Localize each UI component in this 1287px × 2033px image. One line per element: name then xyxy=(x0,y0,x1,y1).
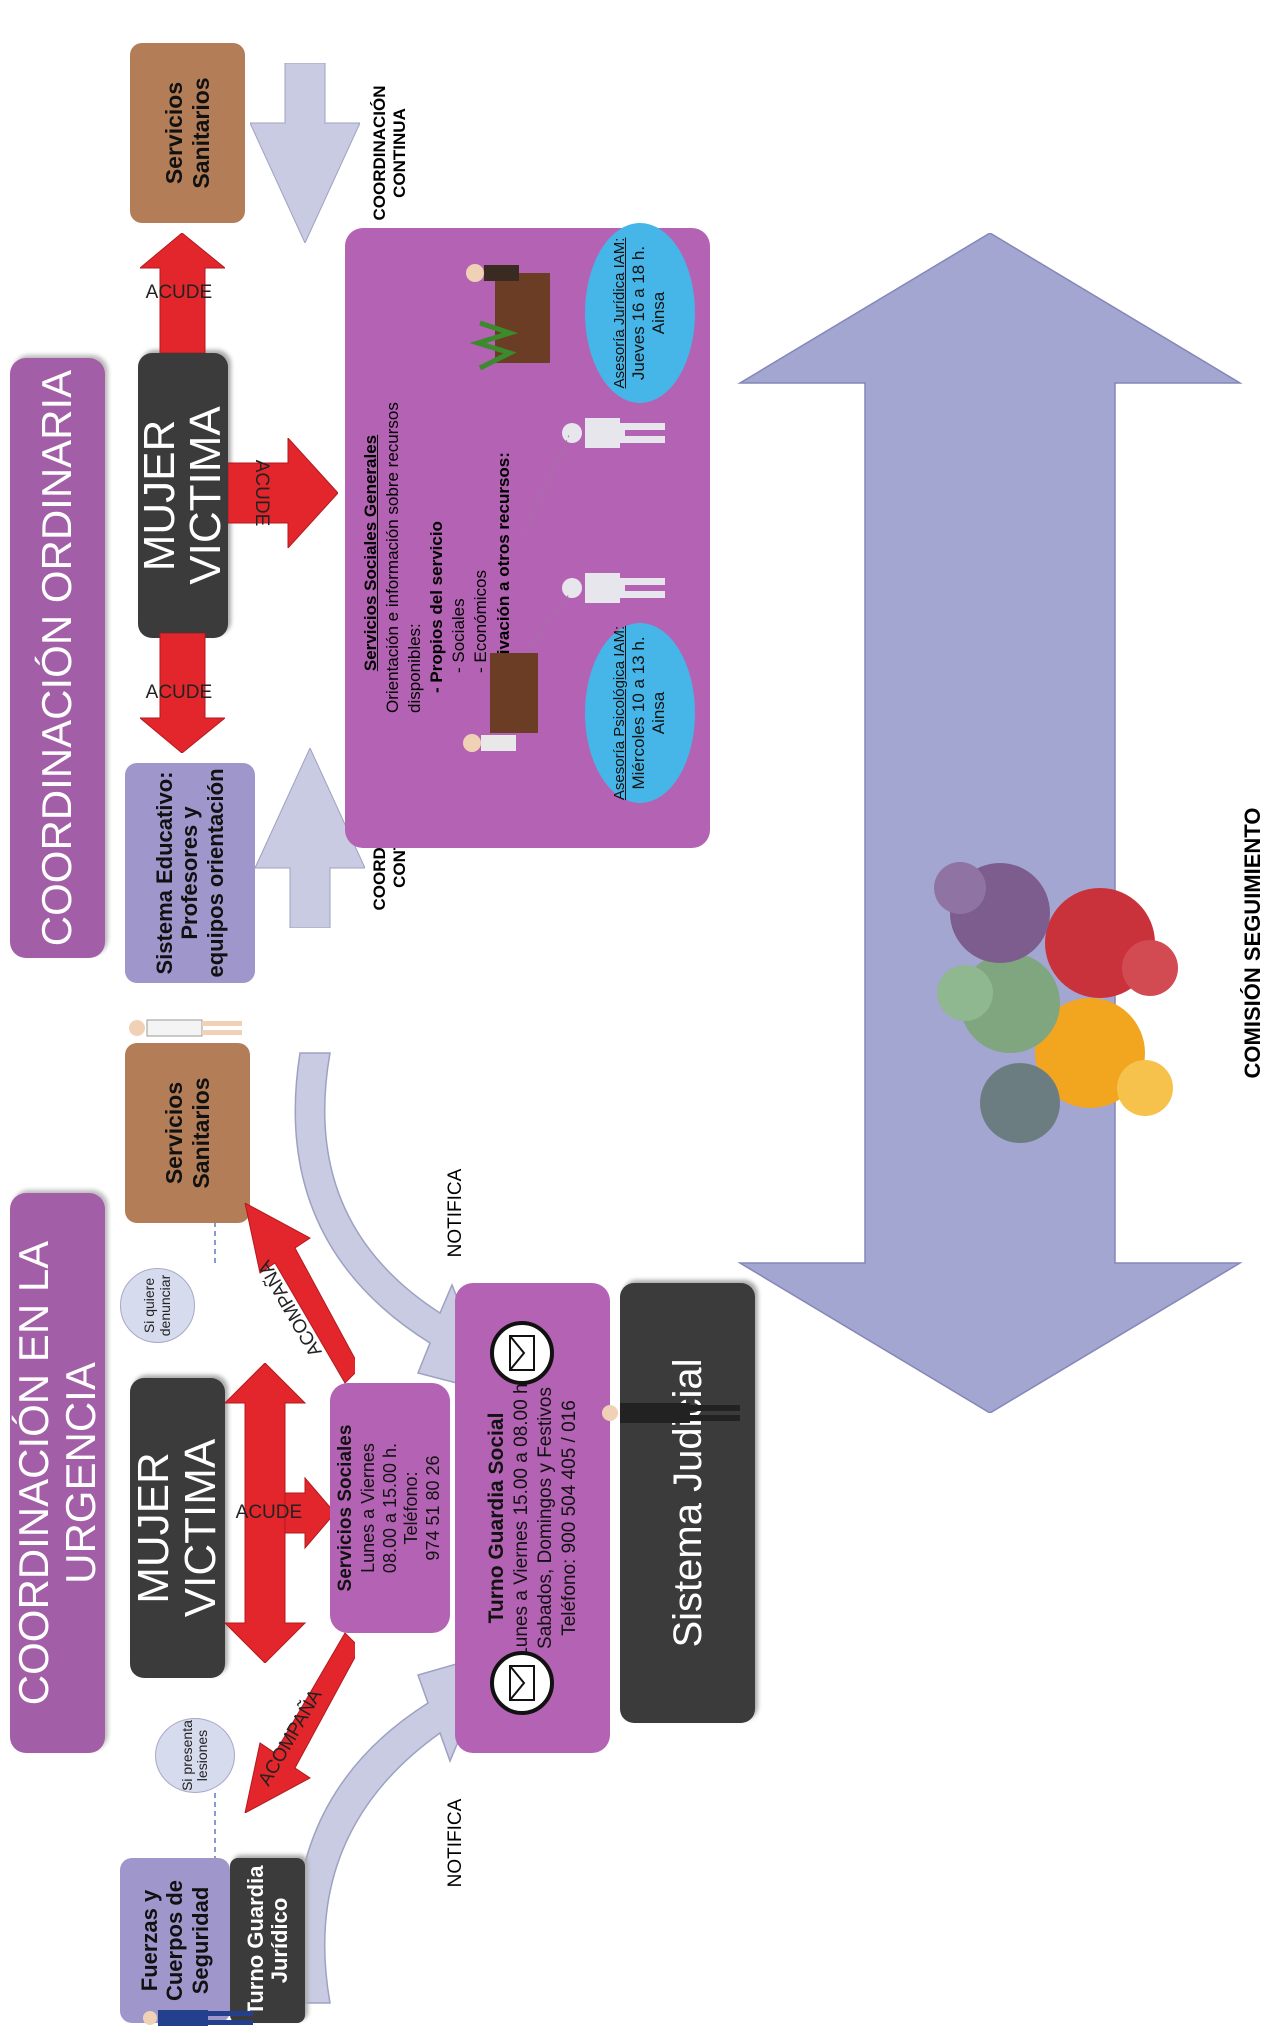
police-figure-icon xyxy=(140,2003,260,2033)
asesoria-juridica: Asesoría Jurídica IAM: Jueves 16 a 18 h.… xyxy=(585,223,695,403)
ordinaria-acude-right-label: ACUDE xyxy=(145,282,213,304)
asesoria-juridica-line2: Ainsa xyxy=(649,291,668,335)
turno-guardia-social-line3: Teléfono: 900 504 405 / 016 xyxy=(558,1400,580,1636)
asesoria-juridica-title: Asesoría Jurídica IAM: xyxy=(610,237,628,389)
servicios-sociales-line4: 974 51 80 26 xyxy=(422,1455,443,1561)
urgencia-servicios-sanitarios: Servicios Sanitarios xyxy=(125,1043,250,1223)
judge-figure-icon xyxy=(600,1393,750,1433)
envelope-icon xyxy=(490,1651,554,1715)
notifica-arrow-right xyxy=(294,1052,497,1395)
comision-seguimiento-label: COMISIÓN SEGUIMIENTO xyxy=(1240,807,1265,1079)
servicios-sociales-line2: 08.00 a 15.00 h. xyxy=(379,1442,400,1574)
notifica-right-label: NOTIFICA xyxy=(445,1168,466,1258)
coordinacion-continua-arrow-left xyxy=(255,748,365,928)
coordinacion-continua-arrow-right xyxy=(250,63,360,243)
ordinaria-acude-arrow-left xyxy=(140,633,225,753)
asesoria-psicologica-title: Asesoría Psicológica IAM: xyxy=(610,625,628,801)
person-icon xyxy=(560,408,670,458)
acompana-arrow-right xyxy=(244,1203,355,1384)
servicios-sociales-title: Servicios Sociales xyxy=(335,1424,357,1592)
acompana-arrow-left xyxy=(244,1632,355,1813)
coordinacion-continua-right-label: COORDINACIÓN CONTINUA xyxy=(370,85,409,221)
asesoria-psicologica-line1: Miércoles 10 a 13 h. xyxy=(628,636,648,790)
ordinaria-acude-left-label: ACUDE xyxy=(145,682,213,704)
ssg-line2: - Propios del servicio xyxy=(427,521,447,693)
sistema-educativo: Sistema Educativo: Profesores y equipos … xyxy=(125,763,255,983)
turno-guardia-juridico: Turno Guardia Jurídico xyxy=(230,1858,305,2023)
notifica-left-label: NOTIFICA xyxy=(445,1798,466,1888)
servicios-sociales-line1: Lunes a Viernes xyxy=(358,1443,379,1573)
comision-double-arrow xyxy=(737,233,1243,1413)
person-icon xyxy=(560,563,670,613)
urgencia-acude-label: ACUDE xyxy=(235,1502,303,1524)
ordinaria-servicios-sanitarios: Servicios Sanitarios xyxy=(130,43,245,223)
turno-guardia-social-title: Turno Guardia Social xyxy=(484,1412,508,1624)
nurse-figure-icon xyxy=(125,1008,250,1048)
asesoria-psicologica: Asesoría Psicológica IAM: Miércoles 10 a… xyxy=(585,623,695,803)
ordinaria-mujer-victima: MUJER VICTIMA xyxy=(135,353,230,638)
ssg-title: Servicios Sociales Generales xyxy=(361,434,380,672)
asesoria-juridica-line1: Jueves 16 a 18 h. xyxy=(628,245,648,381)
urgencia-servicios-sociales: Servicios Sociales Lunes a Viernes 08.00… xyxy=(330,1383,450,1633)
acude-cross-arrow xyxy=(225,1363,335,1663)
desk-worker-left-icon xyxy=(450,653,540,763)
ordinaria-acude-arrow-right xyxy=(140,233,225,353)
dotted-links xyxy=(524,432,571,653)
desk-worker-right-icon xyxy=(450,253,560,373)
ordinaria-acude-down-label: ACUDE xyxy=(250,459,272,527)
turno-guardia-social-line2: Sabados, Domingos y Festivos xyxy=(534,1387,556,1649)
fuerzas-cuerpos-seguridad: Fuerzas y Cuerpos de Seguridad xyxy=(120,1858,230,2023)
asesoria-psicologica-line2: Ainsa xyxy=(649,691,668,735)
servicios-sociales-line3: Teléfono: xyxy=(401,1471,422,1545)
people-group-icon xyxy=(890,823,1190,1143)
envelope-icon xyxy=(490,1321,554,1385)
ordinaria-title: COORDINACIÓN ORDINARIA xyxy=(10,358,105,958)
ssg-line1: Orientación e información sobre recursos… xyxy=(383,402,425,713)
ordinaria-acude-arrow-down xyxy=(228,438,338,548)
turno-guardia-social-line1: Lunes a Viernes 15.00 a 08.00 h. xyxy=(511,1378,532,1658)
